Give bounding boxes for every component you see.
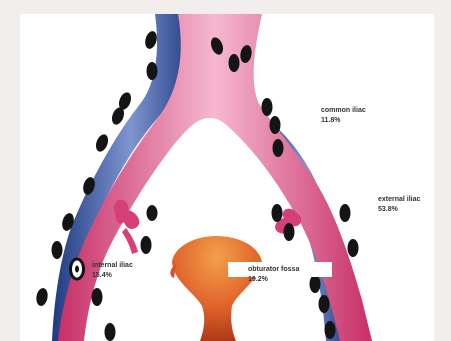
label-common-iliac-value: 11.8% bbox=[321, 116, 366, 126]
lymph-node bbox=[272, 204, 283, 222]
lymph-node bbox=[270, 116, 281, 134]
label-external-iliac-value: 53.8% bbox=[378, 205, 420, 215]
lymph-node bbox=[273, 139, 284, 157]
lymph-node bbox=[147, 205, 158, 221]
lymph-node bbox=[52, 241, 63, 259]
lymph-node bbox=[262, 98, 273, 116]
label-external-iliac-name: external iliac bbox=[378, 195, 420, 205]
label-obturator-fossa-value: 19.2% bbox=[248, 275, 299, 285]
label-obturator-fossa: obturator fossa 19.2% bbox=[248, 265, 299, 285]
lymph-node bbox=[348, 239, 359, 257]
label-common-iliac: common iliac 11.8% bbox=[321, 106, 366, 126]
lymph-node bbox=[310, 275, 321, 293]
label-external-iliac: external iliac 53.8% bbox=[378, 195, 420, 215]
label-internal-iliac-name: internal iliac bbox=[92, 261, 133, 271]
label-common-iliac-name: common iliac bbox=[321, 106, 366, 116]
lymph-node bbox=[325, 321, 336, 339]
lymph-node bbox=[284, 223, 295, 241]
lymph-node-core bbox=[75, 266, 79, 273]
label-obturator-fossa-name: obturator fossa bbox=[248, 265, 299, 275]
lymph-node bbox=[92, 288, 103, 306]
lymph-node bbox=[319, 295, 330, 313]
label-internal-iliac-value: 15.4% bbox=[92, 271, 133, 281]
lymph-node bbox=[105, 323, 116, 341]
lymph-node bbox=[147, 62, 158, 80]
lymph-node bbox=[141, 236, 152, 254]
lymph-node bbox=[340, 204, 351, 222]
lymph-node bbox=[229, 54, 240, 72]
label-internal-iliac: internal iliac 15.4% bbox=[92, 261, 133, 281]
